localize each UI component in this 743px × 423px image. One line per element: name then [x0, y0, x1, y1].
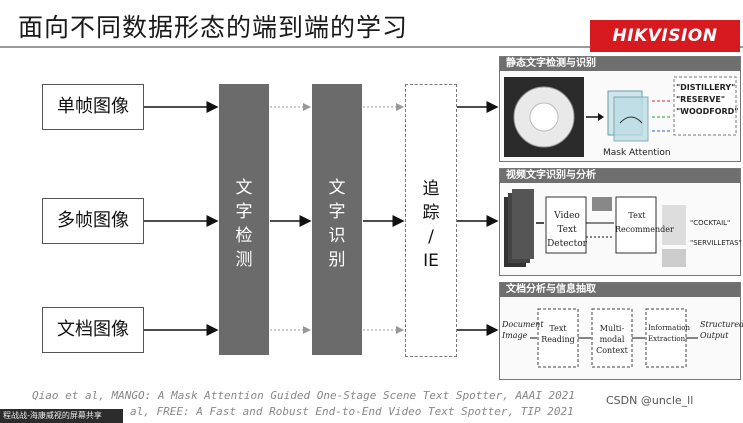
static-output-1: "DISTILLERY"	[676, 83, 736, 92]
stage1-char: 字	[235, 202, 253, 222]
static-output-2: "RESERVE"	[676, 95, 726, 104]
input-single-frame: 单帧图像	[42, 84, 144, 130]
doc-step-multimodal-context: Multi-modal Context	[596, 324, 628, 355]
stage1-char: 文	[235, 178, 253, 198]
slide-title: 面向不同数据形态的端到端的学习	[18, 13, 409, 42]
stage3-char: 追	[422, 179, 440, 199]
stage2-char: 字	[328, 202, 346, 222]
panel-video-title: 视频文字识别与分析	[500, 169, 740, 183]
input-document: 文档图像	[42, 307, 144, 353]
stage3-char: IE	[423, 251, 439, 271]
static-illustration	[504, 76, 737, 157]
stage-text-detection: 文 字 检 测	[219, 84, 269, 355]
panel-static-title: 静态文字检测与识别	[500, 57, 740, 71]
stage3-char: /	[428, 227, 434, 247]
title-divider	[0, 46, 743, 48]
doc-step-text-reading: Text Reading	[541, 324, 575, 344]
video-illustration	[504, 189, 686, 267]
panel-video-text: 视频文字识别与分析 Video Text Detector Text Recom…	[499, 168, 742, 276]
panel-static-text: 静态文字检测与识别 Mask Attention "DISTILLERY" "R…	[499, 56, 741, 162]
video-text-detector-label: Video Text Detector	[547, 211, 587, 249]
stage2-char: 文	[328, 178, 346, 198]
video-output-2: "SERVILLETAS"	[690, 239, 742, 247]
citation-mango: Qiao et al, MANGO: A Mask Attention Guid…	[32, 389, 576, 402]
csdn-watermark: CSDN @uncle_ll	[606, 394, 694, 407]
screen-share-bar[interactable]: 程战战-海康威视的屏幕共享	[0, 409, 123, 423]
panel-document-title: 文档分析与信息抽取	[500, 283, 740, 297]
text-recommender-label: Text Recommender	[615, 211, 674, 234]
stage-tracking-ie: 追 踪 / IE	[405, 84, 457, 357]
document-flow	[530, 308, 698, 368]
citation-free: al, FREE: A Fast and Robust End-to-End V…	[130, 405, 574, 418]
stage1-char: 测	[235, 250, 253, 270]
stage2-char: 别	[328, 250, 346, 270]
input-multi-frame: 多帧图像	[42, 198, 144, 244]
stage2-char: 识	[328, 226, 346, 246]
stage1-char: 检	[235, 226, 253, 246]
doc-step-document-image: Document Image	[502, 320, 544, 340]
static-output-3: "WOODFORD"	[676, 107, 739, 116]
video-output-1: "COCKTAIL"	[690, 219, 731, 227]
stage-text-recognition: 文 字 识 别	[312, 84, 362, 355]
panel-document-analysis: 文档分析与信息抽取 Document Image Text Reading Mu…	[499, 282, 743, 380]
mask-attention-label: Mask Attention	[603, 148, 671, 158]
stage3-char: 踪	[422, 203, 440, 223]
doc-step-structured-output: Structured Output	[700, 320, 743, 340]
doc-step-information-extraction: Information Extraction	[648, 324, 691, 343]
hikvision-logo: HIKVISION	[590, 20, 740, 52]
